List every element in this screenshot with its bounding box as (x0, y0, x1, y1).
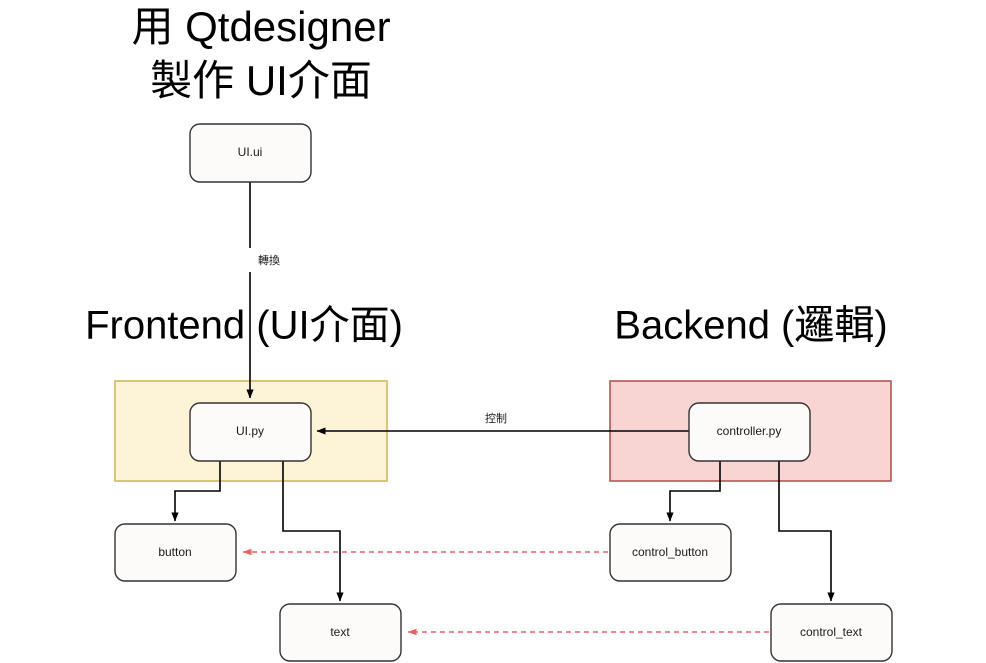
title-line-2: 製作 UI介面 (150, 57, 372, 104)
node-control-button-label: control_button (632, 545, 708, 559)
node-controller-py[interactable]: controller.py (688, 402, 811, 462)
node-ui-ui-shape[interactable] (189, 123, 312, 183)
node-ui-ui[interactable]: UI.ui (189, 123, 312, 183)
node-text-shape[interactable] (279, 603, 402, 662)
connector-controller-to-control-text (778, 460, 835, 602)
node-button-label: button (158, 545, 191, 559)
node-text-label: text (330, 625, 350, 639)
node-ui-py-label: UI.py (236, 424, 264, 438)
node-controller-py-label: controller.py (717, 424, 782, 438)
node-text[interactable]: text (279, 603, 402, 662)
heading-frontend: Frontend (UI介面) (85, 304, 403, 348)
node-control-text[interactable]: control_text (770, 603, 893, 662)
node-ui-py-shape[interactable] (189, 402, 312, 462)
node-control-button[interactable]: control_button (609, 523, 732, 582)
node-ui-ui-label: UI.ui (238, 145, 263, 159)
control-label-backdrop (476, 408, 516, 430)
node-ui-py[interactable]: UI.py (189, 402, 312, 462)
node-control-text-shape[interactable] (770, 603, 893, 662)
node-control-button-shape[interactable] (609, 523, 732, 582)
convert-label-backdrop (249, 248, 289, 272)
connector-controller-to-control-button (666, 460, 721, 522)
edge-label-convert: 轉換 (258, 254, 280, 267)
node-controller-py-shape[interactable] (688, 402, 811, 462)
title-line-1: 用 Qtdesigner (131, 3, 390, 50)
heading-backend: Backend (邏輯) (614, 304, 887, 348)
connector-uipy-to-text (282, 460, 344, 602)
connector-uipy-to-button (171, 460, 221, 522)
node-button[interactable]: button (114, 523, 237, 582)
edge-label-control: 控制 (485, 411, 507, 425)
node-button-shape[interactable] (114, 523, 237, 582)
node-control-text-label: control_text (800, 625, 863, 639)
